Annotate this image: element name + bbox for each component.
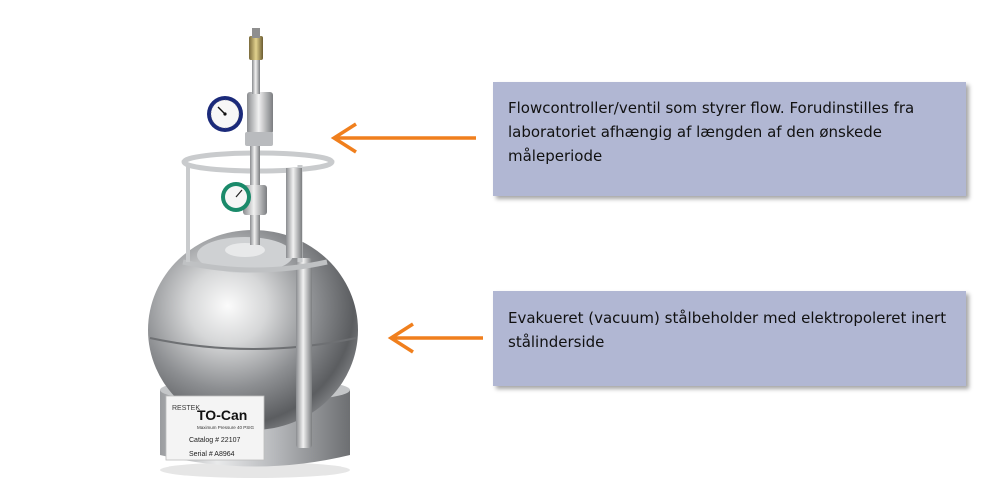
belt-ring [182, 259, 328, 273]
top-fitting [249, 28, 263, 94]
callout-steel-container: Evakueret (vacuum) stålbeholder med elek… [493, 291, 966, 386]
arrow-left-icon [330, 122, 476, 154]
canister-illustration: RESTEK TO-Can Maximum Pressure 40 PSIG C… [148, 28, 358, 478]
callout-flowcontroller: Flowcontroller/ventil som styrer flow. F… [493, 82, 966, 196]
label-brand: RESTEK [172, 405, 200, 412]
label-product: TO-Can [197, 407, 247, 423]
label-pressure: Maximum Pressure 40 PSIG [197, 425, 255, 430]
pressure-gauge-icon [207, 96, 243, 132]
strap [296, 258, 312, 448]
label-catalog: Catalog # 22107 [189, 437, 240, 444]
vacuum-gauge-icon [221, 182, 251, 212]
regulator-body [247, 92, 273, 134]
canister-label: RESTEK TO-Can Maximum Pressure 40 PSIG C… [165, 395, 265, 461]
callout-text: Flowcontroller/ventil som styrer flow. F… [508, 99, 915, 165]
arrow-left-icon [387, 322, 483, 354]
callout-text: Evakueret (vacuum) stålbeholder med elek… [508, 309, 947, 351]
label-serial: Serial # A8964 [189, 451, 235, 458]
